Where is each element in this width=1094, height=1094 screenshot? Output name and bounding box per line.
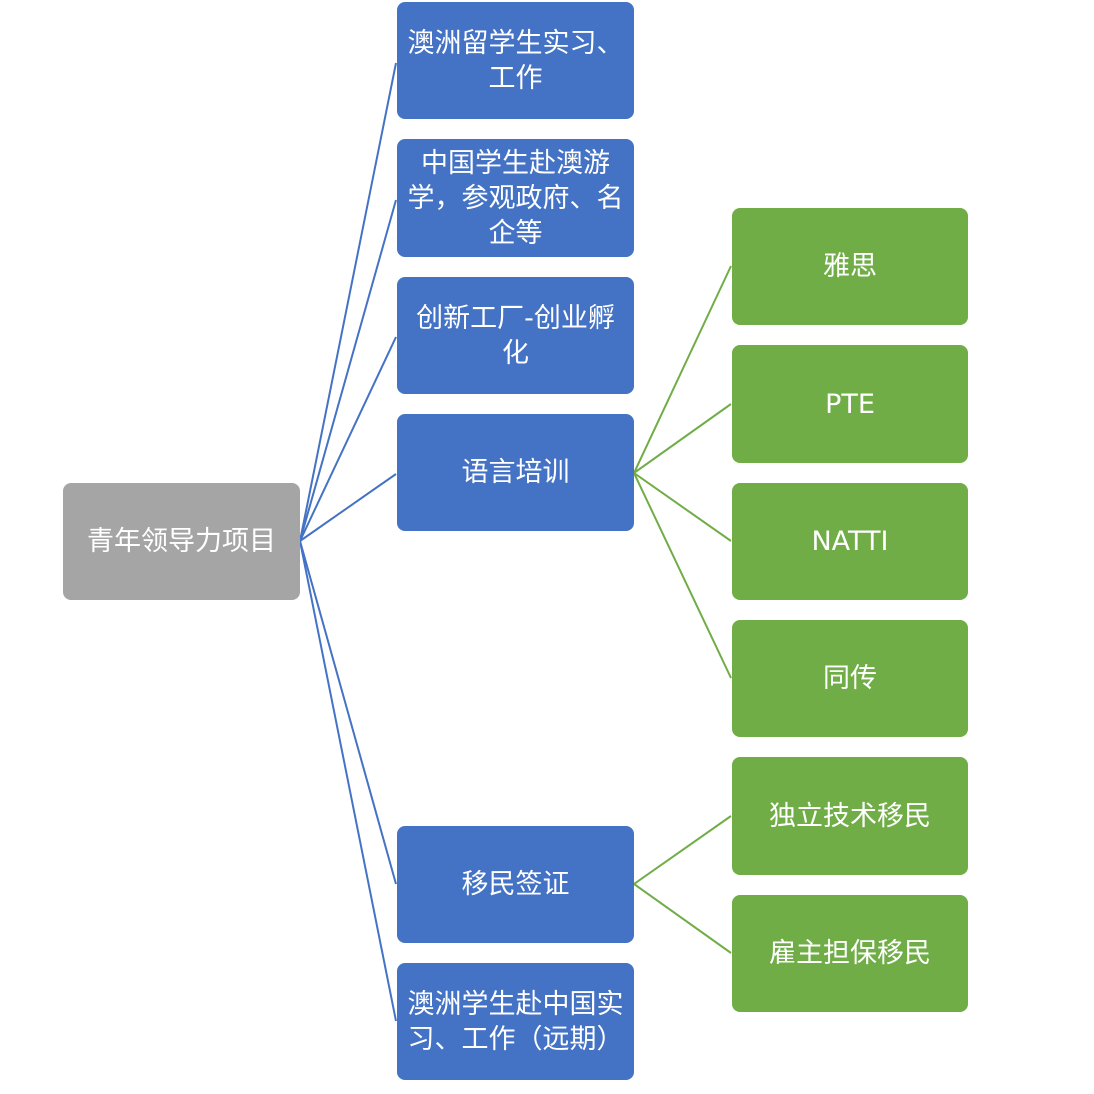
connector-language-to-pte	[633, 403, 732, 474]
node-interpreting-label: 同传	[823, 663, 877, 694]
node-employer-sponsored-label: 雇主担保移民	[769, 938, 931, 969]
node-internship-china-label: 澳洲学生赴中国实习、工作（远期）	[407, 988, 624, 1055]
node-immigration-visa-label: 移民签证	[461, 869, 570, 900]
node-language-training-label: 语言培训	[461, 457, 570, 488]
node-natti-label: NATTI	[811, 526, 889, 557]
node-internship-australia-label: 澳洲留学生实习、工作	[407, 27, 624, 94]
node-language-training[interactable]: 语言培训	[397, 414, 634, 531]
node-immigration-visa[interactable]: 移民签证	[397, 826, 634, 943]
node-internship-australia[interactable]: 澳洲留学生实习、工作	[397, 2, 634, 119]
connector-root-to-language	[299, 473, 397, 542]
node-pte[interactable]: PTE	[732, 345, 968, 463]
node-skilled-migration[interactable]: 独立技术移民	[732, 757, 968, 875]
connector-immigration-to-employer	[633, 883, 732, 954]
connector-language-to-interpreting	[633, 472, 732, 679]
connector-language-to-natti	[633, 472, 732, 542]
connector-root-to-innovation	[299, 336, 397, 542]
node-skilled-migration-label: 独立技术移民	[769, 800, 931, 832]
connector-root-to-china-internship	[299, 540, 397, 1022]
node-innovation-factory[interactable]: 创新工厂-创业孵化	[397, 277, 634, 394]
node-innovation-factory-label: 创新工厂-创业孵化	[416, 302, 615, 369]
root-node-label: 青年领导力项目	[87, 526, 276, 557]
node-natti[interactable]: NATTI	[732, 483, 968, 600]
node-study-tour[interactable]: 中国学生赴澳游学，参观政府、名企等	[397, 139, 634, 257]
connector-immigration-to-skilled	[633, 815, 732, 885]
node-study-tour-label: 中国学生赴澳游学，参观政府、名企等	[407, 147, 624, 249]
node-employer-sponsored[interactable]: 雇主担保移民	[732, 895, 968, 1012]
connector-root-to-study-tour	[299, 199, 397, 542]
node-interpreting[interactable]: 同传	[732, 620, 968, 737]
node-internship-china[interactable]: 澳洲学生赴中国实习、工作（远期）	[397, 963, 634, 1080]
root-node[interactable]: 青年领导力项目	[63, 483, 300, 600]
node-ielts[interactable]: 雅思	[732, 208, 968, 325]
connector-root-to-internship	[299, 62, 397, 542]
connector-root-to-immigration	[299, 540, 397, 885]
node-pte-label: PTE	[825, 388, 875, 420]
connector-language-to-ielts	[633, 265, 732, 474]
node-ielts-label: 雅思	[823, 251, 877, 282]
